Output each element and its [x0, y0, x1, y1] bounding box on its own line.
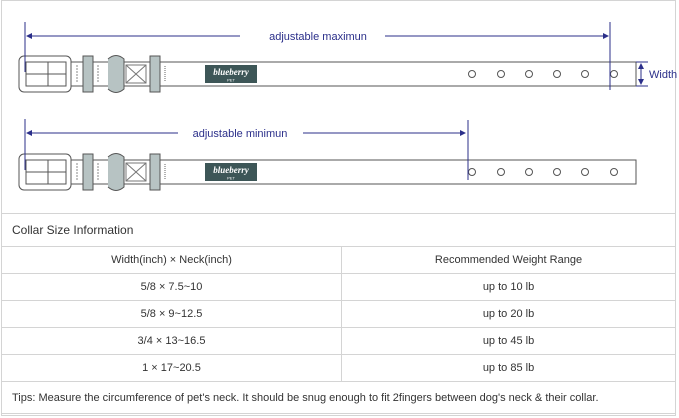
header-weight: Recommended Weight Range	[341, 246, 676, 274]
table-title: Collar Size Information	[1, 213, 676, 247]
header-size: Width(inch) × Neck(inch)	[1, 246, 342, 274]
size-table: Collar Size Information Width(inch) × Ne…	[1, 213, 676, 414]
cell-size: 5/8 × 9~12.5	[1, 300, 342, 328]
collar-diagram: blueberry PET adjustable maximun adjusta…	[18, 22, 677, 191]
cell-weight: up to 45 lb	[341, 327, 676, 355]
max-label: adjustable maximun	[269, 31, 367, 43]
cell-weight: up to 20 lb	[341, 300, 676, 328]
width-label: Width	[649, 69, 677, 81]
cell-size: 1 × 17~20.5	[1, 354, 342, 382]
table-header: Width(inch) × Neck(inch) Recommended Wei…	[1, 246, 676, 274]
cell-size: 5/8 × 7.5~10	[1, 273, 342, 301]
min-label: adjustable minimun	[193, 128, 288, 140]
collar-min	[18, 153, 637, 191]
cell-weight: up to 85 lb	[341, 354, 676, 382]
collar-max	[18, 55, 637, 93]
cell-weight: up to 10 lb	[341, 273, 676, 301]
cell-size: 3/4 × 13~16.5	[1, 327, 342, 355]
tips-text: Tips: Measure the circumference of pet's…	[1, 381, 676, 414]
